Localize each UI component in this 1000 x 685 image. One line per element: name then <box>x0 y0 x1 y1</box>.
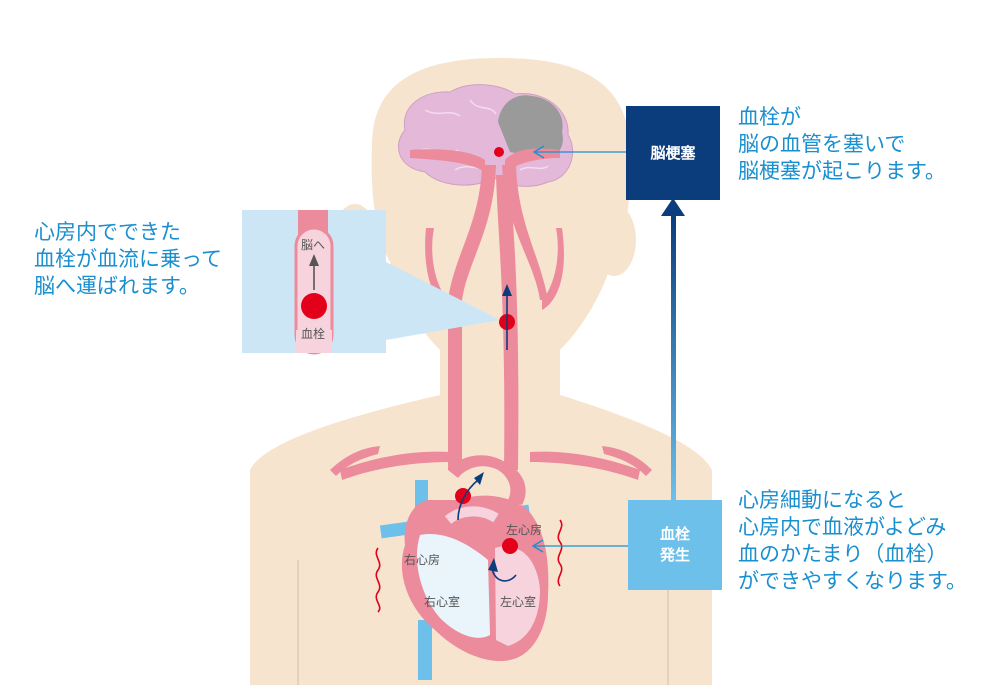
caption-line: 心房内でできた <box>34 219 222 246</box>
left-atrium-label: 左心房 <box>506 522 542 537</box>
caption-line: ができやすくなります。 <box>738 568 967 595</box>
right-atrium-label: 右心房 <box>404 552 440 567</box>
caption-stroke: 血栓が 脳の血管を塞いで 脳梗塞が起こります。 <box>738 104 946 185</box>
caption-line: 血栓が血流に乗って <box>34 246 222 273</box>
left-ventricle-label: 左心室 <box>500 594 536 609</box>
caption-line: 脳へ運ばれます。 <box>34 273 222 300</box>
progression-arrow-shaft <box>671 215 676 500</box>
clot-in-brain <box>494 147 504 157</box>
inset-clot-label: 血栓 <box>301 326 325 341</box>
caption-clot-travel: 心房内でできた 血栓が血流に乗って 脳へ運ばれます。 <box>34 219 222 300</box>
clot-formation-box: 血栓 発生 <box>628 500 722 590</box>
clot-in-left-atrium <box>502 538 518 554</box>
right-ventricle-label: 右心室 <box>424 594 460 609</box>
caption-line: 心房内で血液がよどみ <box>738 514 967 541</box>
stroke-box: 脳梗塞 <box>626 106 720 200</box>
caption-line: 脳の血管を塞いで <box>738 131 946 158</box>
caption-line: 心房細動になると <box>738 487 967 514</box>
progression-arrow-head <box>661 198 685 216</box>
inset-to-brain-label: 脳へ <box>301 238 325 252</box>
caption-atrial-fibrillation: 心房細動になると 心房内で血液がよどみ 血のかたまり（血栓） ができやすくなりま… <box>738 487 967 595</box>
clot-formation-line-1: 血栓 <box>660 524 690 545</box>
caption-line: 血栓が <box>738 104 946 131</box>
stroke-box-label: 脳梗塞 <box>650 143 695 164</box>
caption-line: 血のかたまり（血栓） <box>738 541 967 568</box>
caption-line: 脳梗塞が起こります。 <box>738 158 946 185</box>
clot-formation-line-2: 発生 <box>660 545 690 566</box>
